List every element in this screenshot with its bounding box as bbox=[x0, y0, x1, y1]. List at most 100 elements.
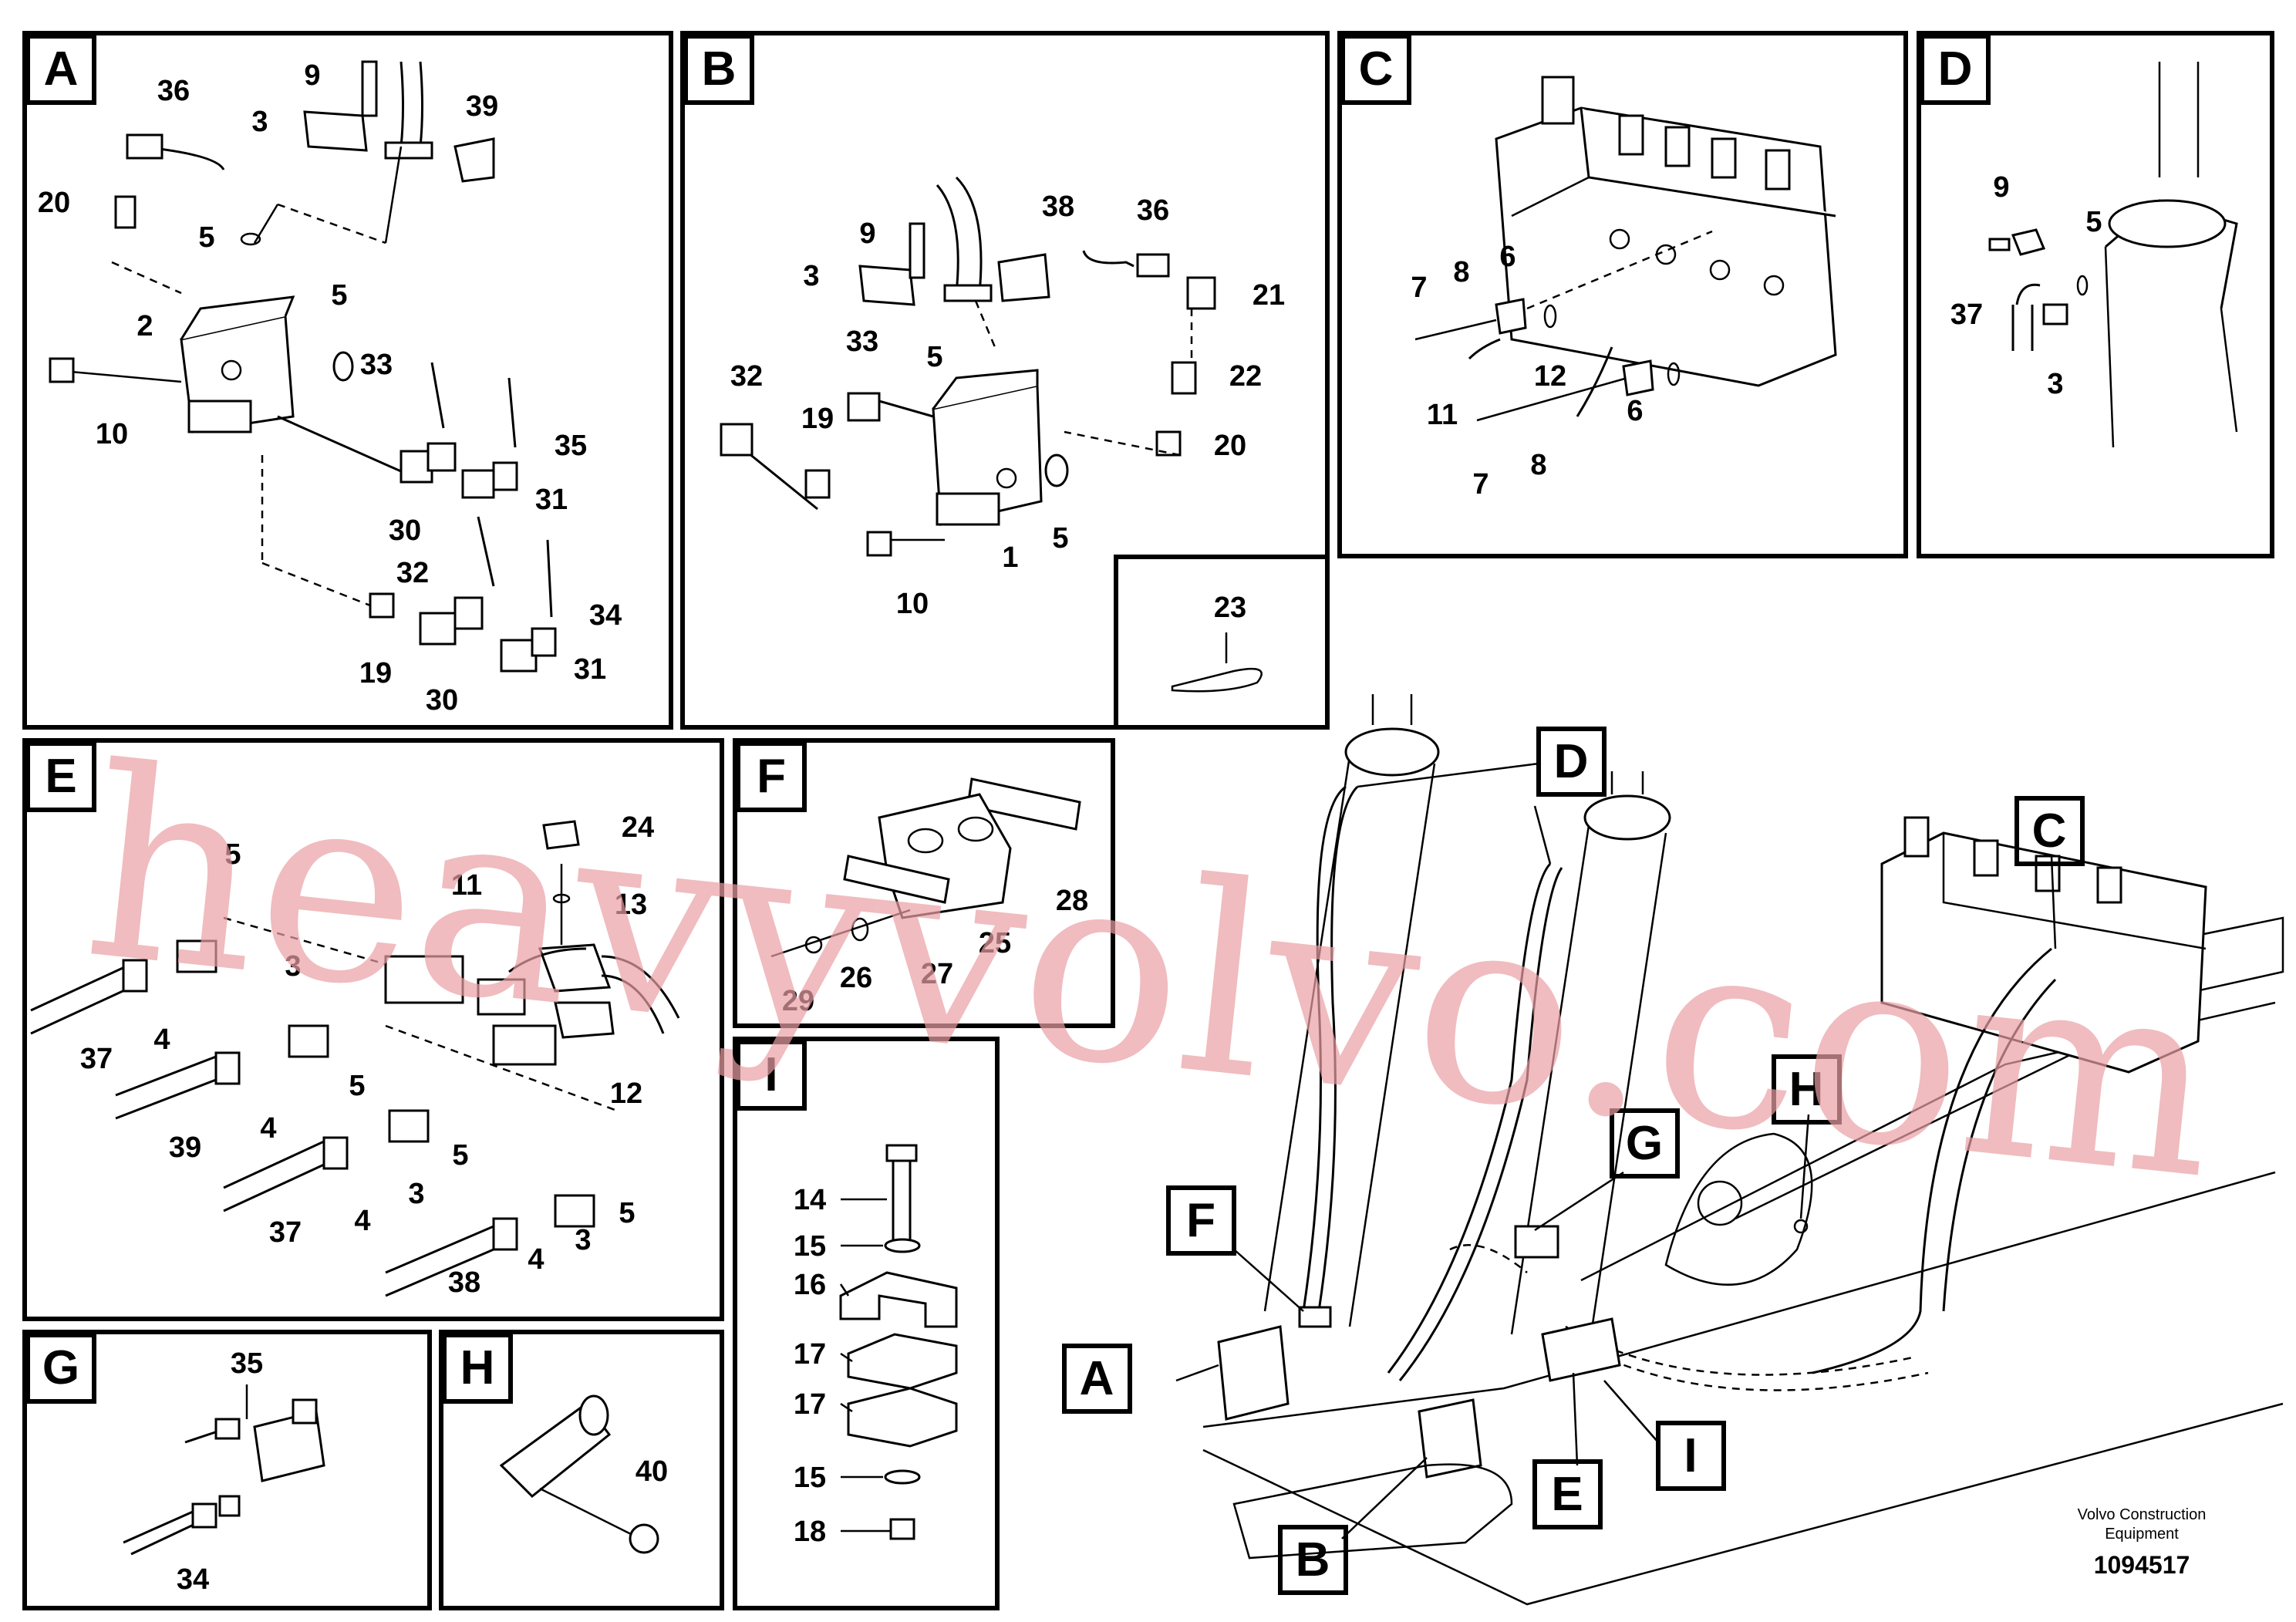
panel-i-badge: I bbox=[764, 1048, 777, 1101]
footer: Volvo Construction Equipment 1094517 bbox=[2078, 1506, 2207, 1579]
label-e-38: 38 bbox=[448, 1266, 480, 1299]
panel-c: C 8 6 7 12 11 6 7 8 bbox=[1337, 31, 1908, 558]
label-b-5-right: 5 bbox=[1052, 522, 1068, 555]
callout-a: A bbox=[1062, 1344, 1132, 1414]
callout-c-label: C bbox=[2032, 804, 2067, 858]
label-e-24: 24 bbox=[622, 811, 654, 844]
label-d-9: 9 bbox=[1993, 171, 2009, 204]
label-b-38: 38 bbox=[1042, 191, 1074, 223]
label-c-12: 12 bbox=[1534, 360, 1566, 393]
label-i-18: 18 bbox=[794, 1516, 826, 1548]
callout-b-label: B bbox=[1296, 1533, 1330, 1587]
label-b-19: 19 bbox=[801, 403, 834, 435]
label-h-40: 40 bbox=[636, 1455, 668, 1488]
label-i-15-bottom: 15 bbox=[794, 1462, 826, 1494]
panel-g-badge: G bbox=[42, 1341, 79, 1394]
label-e-5-b: 5 bbox=[452, 1139, 468, 1172]
label-b-3: 3 bbox=[803, 260, 819, 292]
callout-a-label: A bbox=[1080, 1352, 1114, 1405]
label-a-2: 2 bbox=[137, 310, 153, 342]
panel-g: G 35 34 bbox=[22, 1330, 432, 1610]
label-e-37-b: 37 bbox=[269, 1216, 302, 1249]
label-e-4-b: 4 bbox=[260, 1112, 276, 1145]
label-e-37-a: 37 bbox=[80, 1043, 113, 1075]
label-a-34: 34 bbox=[589, 599, 622, 632]
label-d-37: 37 bbox=[1950, 298, 1983, 331]
callout-g-label: G bbox=[1626, 1117, 1663, 1170]
callout-i: I bbox=[1656, 1421, 1726, 1491]
label-b-32: 32 bbox=[730, 360, 763, 393]
panel-b: B 38 9 3 36 bbox=[680, 31, 1330, 730]
label-a-39: 39 bbox=[466, 90, 498, 123]
label-f-29: 29 bbox=[782, 985, 814, 1017]
label-a-33: 33 bbox=[360, 349, 393, 381]
label-a-35: 35 bbox=[555, 430, 587, 462]
callout-e: E bbox=[1532, 1459, 1603, 1529]
label-g-35: 35 bbox=[231, 1347, 263, 1380]
label-e-4-d: 4 bbox=[528, 1243, 544, 1276]
label-i-17-bottom: 17 bbox=[794, 1388, 826, 1421]
panel-f: F 28 25 29 26 27 bbox=[733, 738, 1115, 1028]
label-a-5-top: 5 bbox=[198, 221, 214, 254]
callout-i-label: I bbox=[1684, 1429, 1697, 1482]
label-c-7-bottom: 7 bbox=[1472, 468, 1489, 501]
label-e-11: 11 bbox=[451, 869, 482, 902]
panel-a-badge: A bbox=[44, 42, 79, 96]
panel-d-badge: D bbox=[1938, 42, 1973, 96]
callout-e-label: E bbox=[1551, 1468, 1583, 1521]
callout-d: D bbox=[1536, 727, 1607, 797]
label-c-11: 11 bbox=[1427, 399, 1458, 431]
label-e-12: 12 bbox=[610, 1077, 642, 1110]
label-e-39: 39 bbox=[169, 1131, 201, 1164]
callout-f-label: F bbox=[1186, 1194, 1215, 1247]
label-e-3-c: 3 bbox=[575, 1224, 591, 1256]
label-e-4-a: 4 bbox=[153, 1023, 170, 1056]
label-b-10: 10 bbox=[896, 588, 929, 620]
label-a-30-bottom: 30 bbox=[426, 684, 458, 717]
label-c-6-top: 6 bbox=[1499, 241, 1515, 273]
label-g-34: 34 bbox=[177, 1563, 209, 1596]
callout-g: G bbox=[1610, 1108, 1680, 1179]
label-i-16: 16 bbox=[794, 1269, 826, 1301]
label-b-22: 22 bbox=[1229, 360, 1262, 393]
label-b-36: 36 bbox=[1137, 194, 1169, 227]
label-a-32: 32 bbox=[396, 557, 429, 589]
label-a-31-bottom: 31 bbox=[574, 653, 606, 686]
callout-b: B bbox=[1278, 1525, 1348, 1595]
panel-a: A bbox=[22, 31, 673, 730]
label-b-9: 9 bbox=[859, 218, 875, 250]
panel-c-badge: C bbox=[1359, 42, 1394, 96]
label-a-3: 3 bbox=[251, 106, 268, 138]
label-e-5-a: 5 bbox=[349, 1070, 365, 1102]
label-b-23: 23 bbox=[1214, 592, 1246, 624]
callout-d-label: D bbox=[1554, 735, 1589, 788]
label-b-21: 21 bbox=[1253, 279, 1285, 312]
panel-b-badge: B bbox=[702, 42, 737, 96]
overview-illustration: D C H G F A B E bbox=[1062, 694, 2284, 1606]
panel-e: E 24 13 11 3 37 bbox=[22, 738, 724, 1321]
label-e-3-a: 3 bbox=[285, 950, 301, 983]
callout-h: H bbox=[1772, 1054, 1842, 1125]
label-a-20: 20 bbox=[38, 187, 70, 219]
callout-h-label: H bbox=[1789, 1063, 1824, 1116]
label-b-1: 1 bbox=[1002, 541, 1018, 574]
brand-line-2: Equipment bbox=[2105, 1526, 2179, 1543]
panel-h-badge: H bbox=[460, 1341, 495, 1394]
label-f-26: 26 bbox=[840, 962, 872, 994]
label-i-17-top: 17 bbox=[794, 1338, 826, 1371]
label-b-5-top: 5 bbox=[926, 341, 942, 373]
callout-f: F bbox=[1166, 1185, 1236, 1256]
label-c-8-bottom: 8 bbox=[1530, 449, 1546, 481]
label-f-28: 28 bbox=[1056, 885, 1088, 917]
panel-h: H 40 bbox=[439, 1330, 724, 1610]
label-c-6-bottom: 6 bbox=[1627, 395, 1643, 427]
label-d-5: 5 bbox=[2085, 206, 2102, 238]
label-f-27: 27 bbox=[921, 958, 953, 990]
label-i-15-top: 15 bbox=[794, 1230, 826, 1263]
panel-i: I 14 15 16 17 17 15 18 bbox=[733, 1037, 1000, 1610]
label-d-3: 3 bbox=[2047, 368, 2063, 400]
label-a-10: 10 bbox=[96, 418, 128, 450]
label-e-3-b: 3 bbox=[408, 1178, 424, 1210]
label-e-5-d: 5 bbox=[224, 838, 241, 871]
